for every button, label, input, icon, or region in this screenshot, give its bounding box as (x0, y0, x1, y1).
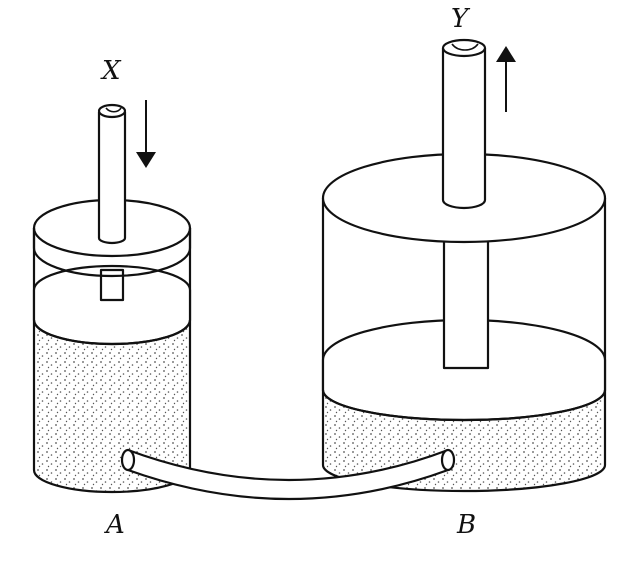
piston-rod-y (441, 48, 487, 210)
cylinder-a (32, 103, 192, 494)
label-y: Y (451, 4, 469, 34)
label-a: A (106, 510, 125, 540)
label-x: X (102, 56, 121, 86)
cylinder-b (321, 38, 607, 493)
fluid-a (34, 320, 190, 492)
piston-rod-x (97, 112, 127, 245)
label-b: B (457, 510, 477, 540)
